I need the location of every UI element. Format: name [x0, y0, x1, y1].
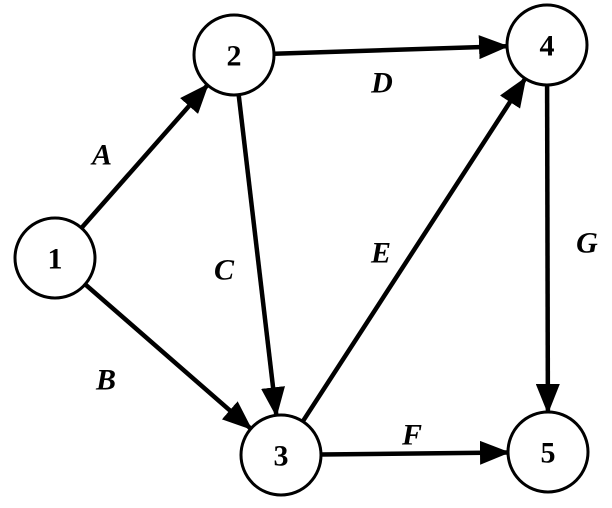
- node-3-label: 3: [274, 440, 289, 473]
- edge-3-5-arrow: [320, 440, 511, 465]
- edge-label-e: E: [370, 237, 391, 270]
- nodes-layer: 1 2 3 4 5: [13, 3, 590, 497]
- node-4-label: 4: [540, 30, 555, 63]
- node-1-label: 1: [48, 243, 63, 276]
- node-3-circle: [239, 413, 323, 497]
- edge-label-c: C: [214, 254, 235, 287]
- node-4-circle: [505, 3, 589, 87]
- edge-label-g: G: [576, 227, 598, 260]
- node-2-label: 2: [227, 40, 242, 73]
- node-1-circle: [13, 216, 97, 300]
- edge-label-a: A: [90, 139, 112, 172]
- edge-2-4-arrow: [273, 35, 510, 60]
- node-3: 3: [239, 413, 323, 497]
- edges-layer: [79, 35, 560, 465]
- node-5: 5: [506, 410, 590, 494]
- edge-4-5-arrow: [535, 84, 560, 415]
- node-4: 4: [505, 3, 589, 87]
- edge-label-f: F: [401, 419, 422, 452]
- node-5-label: 5: [541, 437, 556, 470]
- node-5-circle: [506, 410, 590, 494]
- edge-3-4-arrow: [300, 76, 527, 423]
- edge-labels-layer: A B C D E F G: [90, 67, 598, 452]
- edge-1-2-arrow: [79, 83, 209, 230]
- node-1: 1: [13, 216, 97, 300]
- node-2-circle: [192, 13, 276, 97]
- edge-1-3-arrow: [83, 282, 253, 431]
- edge-2-3-arrow: [236, 94, 285, 418]
- node-2: 2: [192, 13, 276, 97]
- edge-label-d: D: [370, 67, 393, 100]
- edge-label-b: B: [95, 364, 116, 397]
